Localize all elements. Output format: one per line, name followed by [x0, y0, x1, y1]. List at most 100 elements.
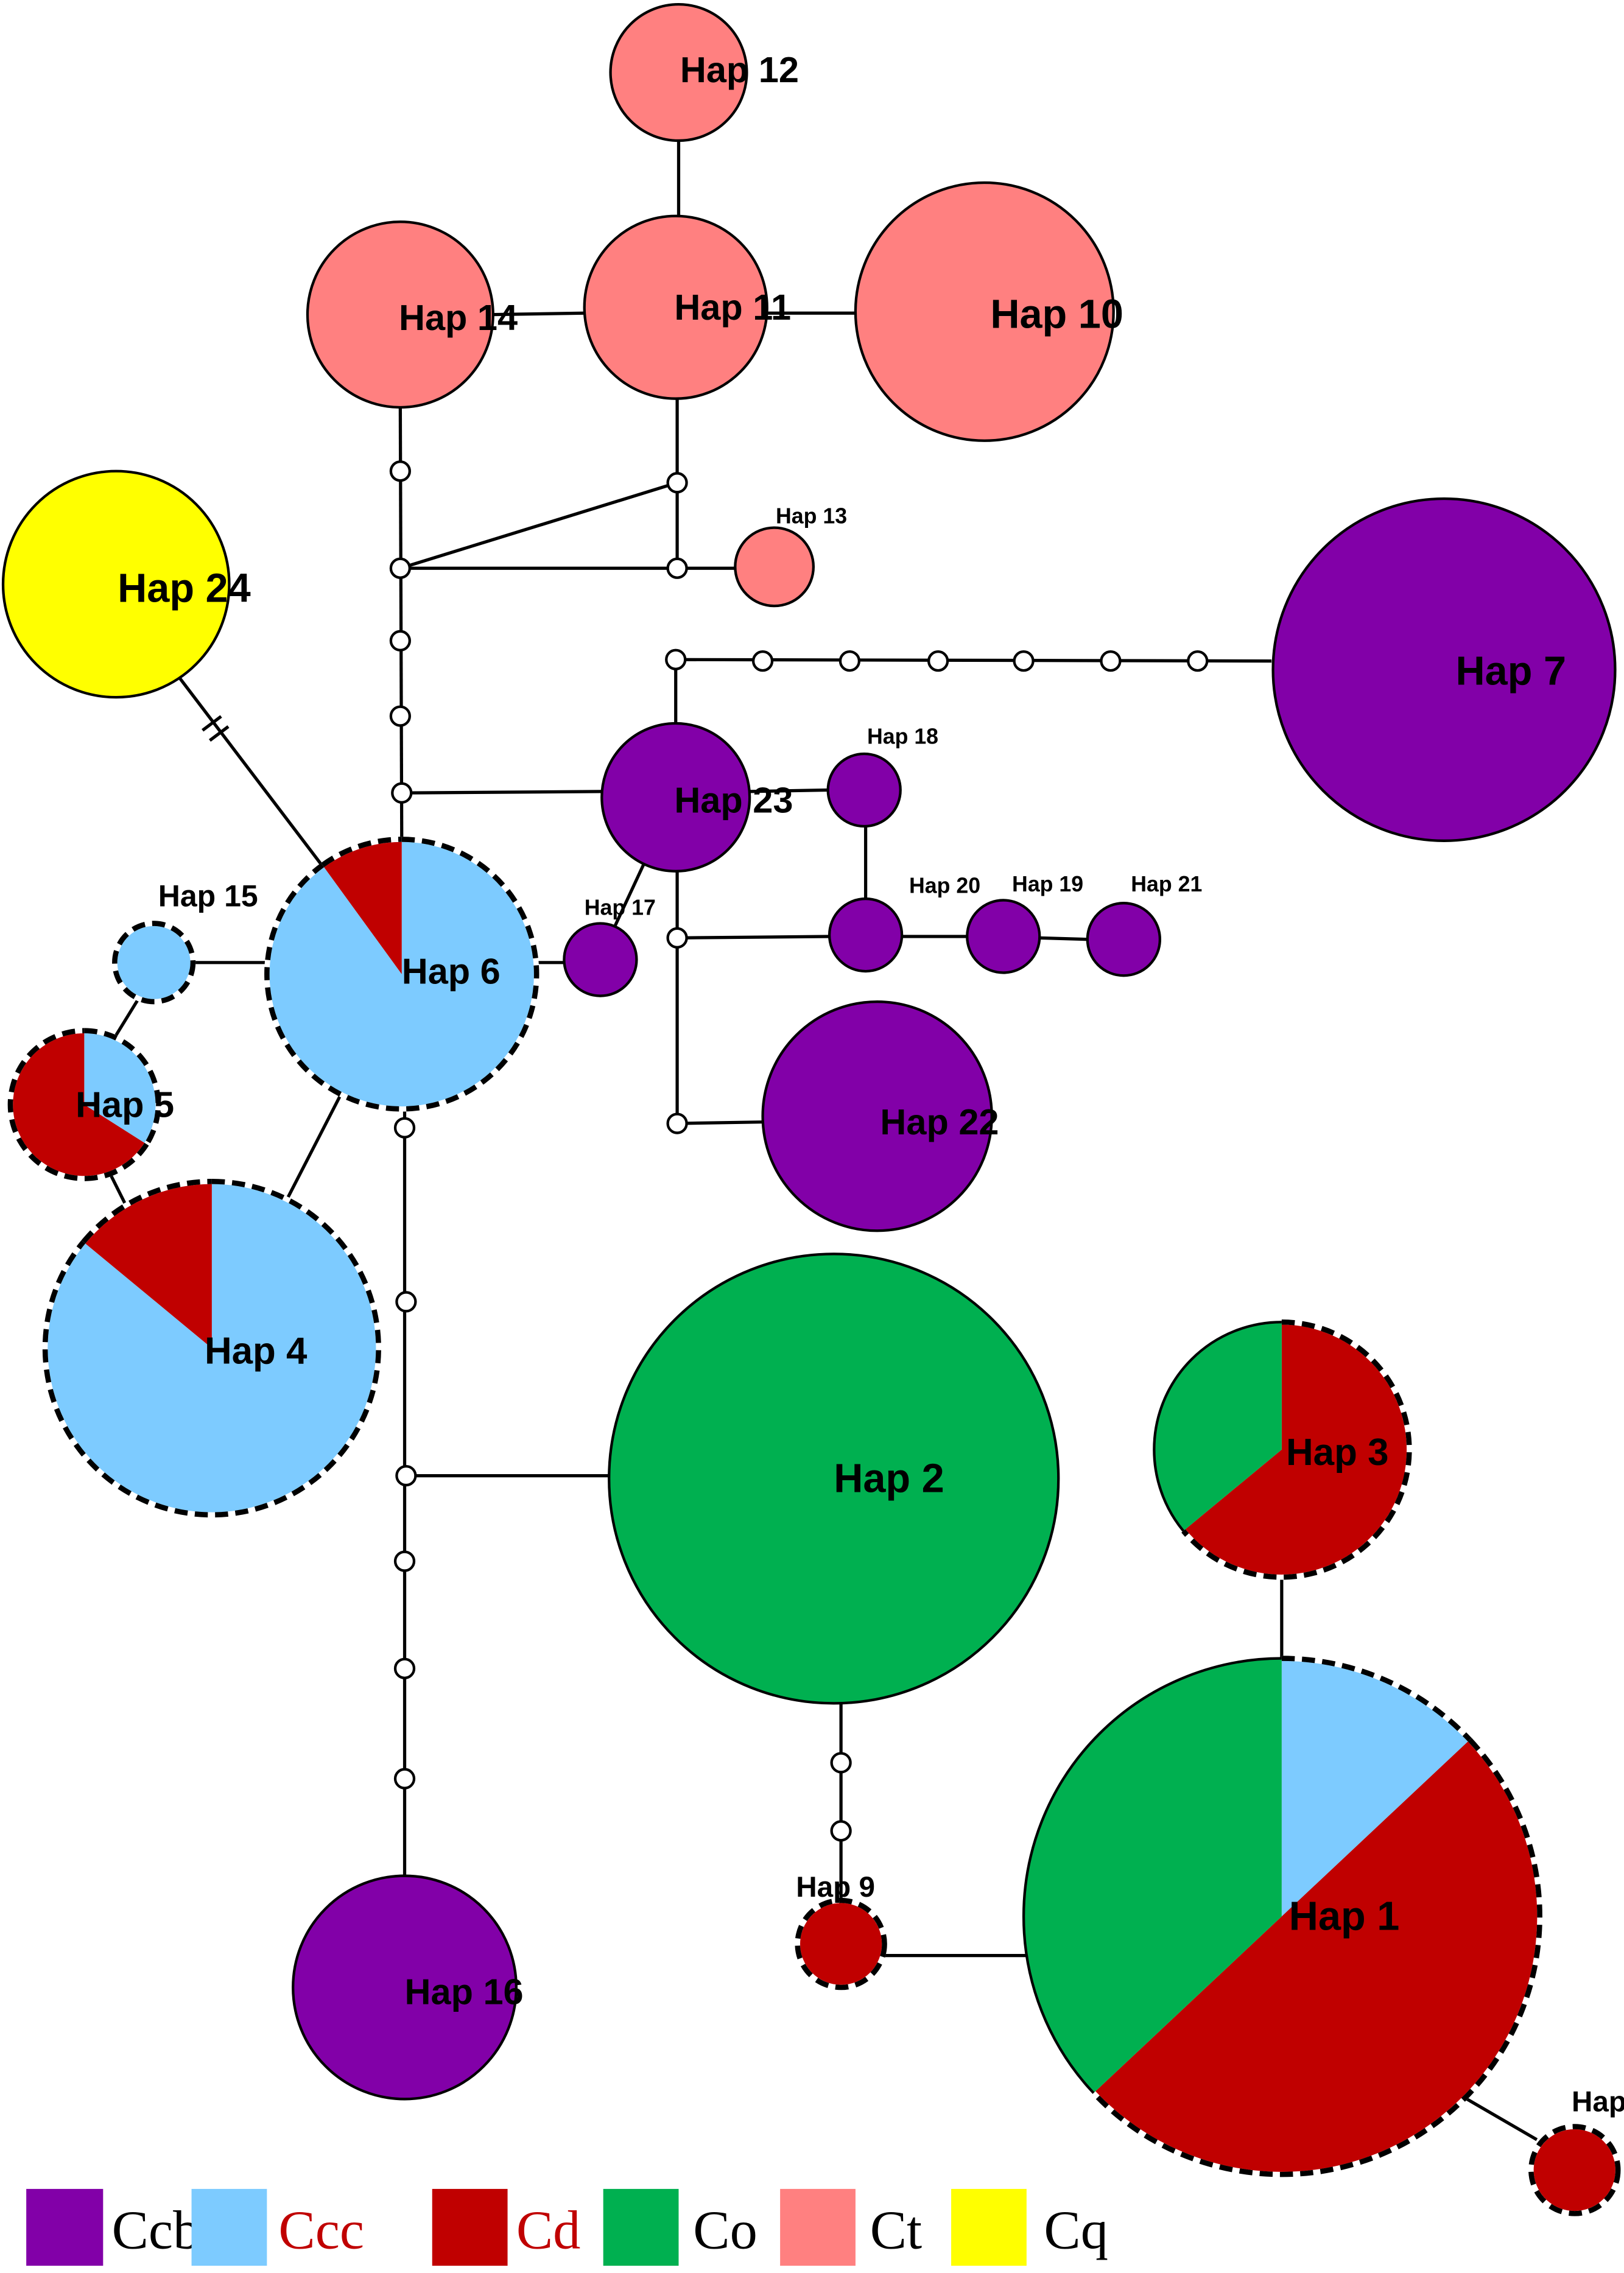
hap-14-label: Hap 14 — [399, 297, 518, 338]
hap-3-label: Hap 3 — [1286, 1432, 1389, 1474]
hap-4-slice-ccc — [45, 1181, 379, 1515]
median-vector — [395, 1291, 417, 1313]
hap-13-outline — [734, 526, 815, 608]
network-edge — [613, 863, 645, 927]
hap-13-slice-ct — [735, 527, 814, 606]
break-mark-line — [202, 715, 222, 732]
hap-15-label: Hap 15 — [158, 879, 258, 913]
median-vector — [751, 650, 774, 672]
median-vector — [389, 557, 411, 579]
legend: Ccb Ccc Cd Co Ct Cq — [26, 2188, 1108, 2266]
hap-13-label: Hap 13 — [776, 504, 847, 529]
hap-20-outline — [828, 897, 904, 973]
median-vector — [389, 630, 411, 652]
network-edge — [286, 1094, 343, 1200]
haplotype-hap-19: Hap 19 — [966, 872, 1083, 974]
haplotype-hap-10: Hap 10 — [854, 181, 1123, 442]
hap-21-outline — [1086, 902, 1162, 977]
hap-12-outline — [609, 2, 748, 142]
median-vector — [927, 650, 949, 672]
median-vector — [393, 1768, 416, 1790]
hap-15-dashed-border — [112, 921, 196, 1005]
hap-9-label: Hap 9 — [796, 1871, 875, 1903]
hap-10-label: Hap 10 — [990, 292, 1123, 337]
median-vector — [393, 1117, 416, 1139]
legend-item-cq: Cq — [951, 2188, 1108, 2266]
hap-24-label: Hap 24 — [118, 566, 251, 611]
legend-item-ccc: Ccc — [191, 2188, 364, 2266]
hap-16-slice-ccb — [293, 1875, 516, 2099]
hap-1-slice-co — [1024, 1658, 1282, 2093]
hap-2-slice-co — [609, 1254, 1059, 1704]
hap-24-outline — [1, 469, 231, 699]
hap-11-label: Hap 11 — [674, 287, 791, 328]
hap-4-dashed-border — [42, 1179, 381, 1518]
median-vector — [666, 557, 688, 579]
median-vectors — [389, 460, 1209, 1842]
hap-20-slice-ccb — [829, 899, 902, 972]
hap-8-slice-cd — [1531, 2126, 1619, 2214]
hap-8-label: Hap 8 — [1572, 2086, 1624, 2118]
hap-9-slice-cd — [797, 1900, 885, 1987]
network-edge — [750, 788, 828, 793]
hap-5-dashed-border — [7, 1028, 149, 1181]
haplotype-hap-22: Hap 22 — [761, 1000, 999, 1232]
haplotype-hap-6: Hap 6 — [264, 837, 540, 1112]
break-mark-line — [208, 725, 230, 742]
legend-label-ccc: Ccc — [278, 2199, 364, 2261]
hap-24-slice-cq — [3, 471, 230, 698]
hap-1-slice-cd — [1093, 1740, 1540, 2175]
network-edge — [401, 790, 602, 795]
hap-6-slice-cd — [322, 839, 402, 974]
hap-1-label: Hap 1 — [1289, 1894, 1400, 1939]
haplotype-hap-11: Hap 11 — [583, 214, 791, 400]
hap-6-dashed-border — [321, 837, 402, 868]
haplotype-hap-1: Hap 1 — [1022, 1656, 1542, 2177]
haplotype-hap-18: Hap 18 — [826, 724, 938, 828]
legend-swatch-cd — [432, 2188, 508, 2266]
median-vector — [395, 1464, 417, 1487]
hap-5-label: Hap 5 — [76, 1084, 174, 1125]
legend-label-ccb: Ccb — [112, 2199, 201, 2261]
legend-swatch-cq — [951, 2188, 1027, 2266]
hap-22-slice-ccb — [762, 1002, 992, 1231]
hap-18-label: Hap 18 — [867, 724, 938, 748]
network-edge — [1463, 2096, 1538, 2141]
median-vector — [393, 1657, 416, 1679]
legend-swatch-ccc — [191, 2188, 267, 2266]
hap-19-slice-ccb — [967, 900, 1040, 973]
haplotype-hap-20: Hap 20 — [828, 874, 980, 973]
hap-3-slice-co — [1154, 1322, 1282, 1531]
legend-label-cq: Cq — [1044, 2199, 1108, 2261]
haplotype-hap-23: Hap 23 — [600, 722, 793, 873]
legend-swatch-ct — [780, 2188, 856, 2266]
median-vector — [666, 472, 688, 494]
median-vector — [838, 650, 861, 672]
network-edge — [493, 311, 585, 317]
hap-1-dashed-border — [1091, 1738, 1542, 2177]
hap-20-label: Hap 20 — [909, 874, 980, 898]
median-vector — [393, 1550, 416, 1572]
network-edge — [399, 481, 678, 570]
hap-8-dashed-border — [1528, 2124, 1621, 2216]
hap-4-dashed-border — [81, 1179, 212, 1244]
haplotype-hap-21: Hap 21 — [1086, 872, 1202, 977]
median-vector — [389, 705, 411, 727]
haplotype-hap-15: Hap 15 — [112, 879, 258, 1005]
hap-2-outline — [608, 1252, 1060, 1705]
hap-18-outline — [826, 752, 902, 828]
hap-4-label: Hap 4 — [205, 1330, 308, 1372]
network-edge — [677, 935, 830, 940]
haplotype-hap-7: Hap 7 — [1271, 497, 1617, 842]
network-edge — [675, 658, 1272, 663]
hap-16-outline — [292, 1874, 518, 2101]
break-mark — [202, 715, 230, 742]
hap-5-dashed-border — [84, 1028, 161, 1146]
hap-15-slice-ccc — [114, 923, 193, 1002]
hap-1-dashed-border — [1281, 1656, 1472, 1742]
hap-7-slice-ccb — [1273, 498, 1615, 841]
haplotype-hap-9: Hap 9 — [795, 1871, 887, 1990]
median-vector — [666, 1112, 688, 1134]
